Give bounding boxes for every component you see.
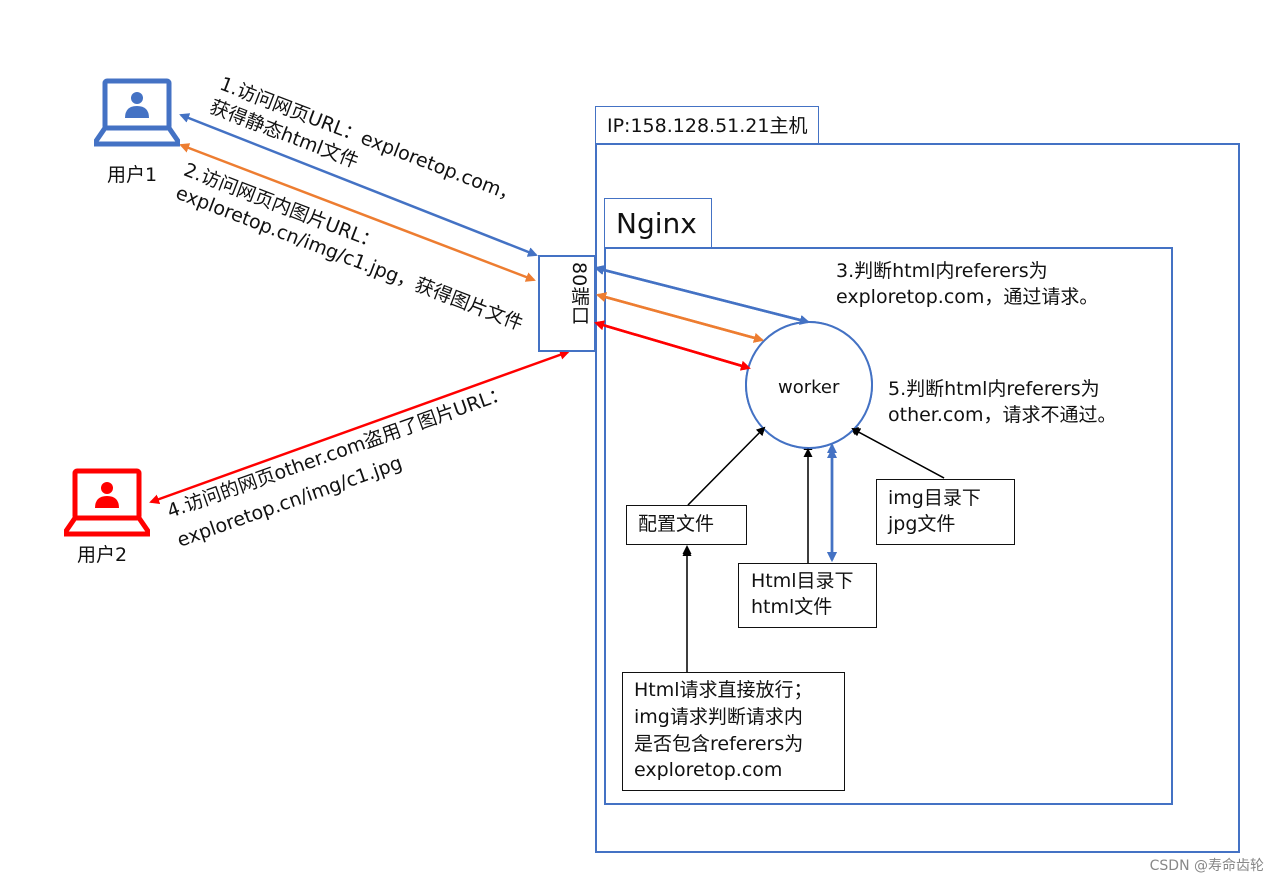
arrow-port-worker-blue-front [594,265,810,325]
config-note-line1: Html请求直接放行； [634,679,813,701]
html-dir-box [738,563,877,628]
config-file-box [626,505,747,545]
laptop-user-icon [91,78,183,147]
step3-line1: 3.判断html内referers为 [836,260,1048,282]
nginx-label: Nginx [616,207,697,240]
arrow-user1-port-orange [179,143,536,282]
user1-icon [91,78,183,148]
arrow-config-worker-front [687,426,766,506]
html-dir-line1: Html目录下 [751,570,854,592]
port-80-label: 80端口 [568,262,590,325]
user1-label: 用户1 [107,164,158,186]
arrow-user2-port-red [149,350,570,504]
img-dir-line1: img目录下 [888,487,981,509]
img-dir-box [876,479,1015,545]
config-note-line2: img请求判断请求内 [634,706,803,728]
img-dir-line2: jpg文件 [888,513,956,535]
config-note-box [622,672,845,791]
arrow-port-worker-red-front [594,320,751,371]
html-dir-line2: html文件 [751,596,833,618]
step5-line1: 5.判断html内referers为 [888,378,1100,400]
nginx-box [604,247,1173,805]
watermark: CSDN @寿命齿轮 [1149,858,1264,874]
user2-icon [61,468,153,538]
host-box [595,143,1240,853]
step3-line2: exploretop.com，通过请求。 [836,286,1099,308]
arrow-port-worker-orange-front [596,292,764,343]
user2-label: 用户2 [77,544,128,566]
step5-line2: other.com，请求不通过。 [888,404,1117,426]
host-ip-label: IP:158.128.51.21主机 [607,115,808,137]
config-file-label: 配置文件 [638,513,715,535]
laptop-user-icon [61,468,153,537]
config-note-line3: 是否包含referers为 [634,733,804,755]
worker-label: worker [778,377,840,398]
config-note-line4: exploretop.com [634,759,783,781]
arrow-img-worker-front [851,428,945,479]
